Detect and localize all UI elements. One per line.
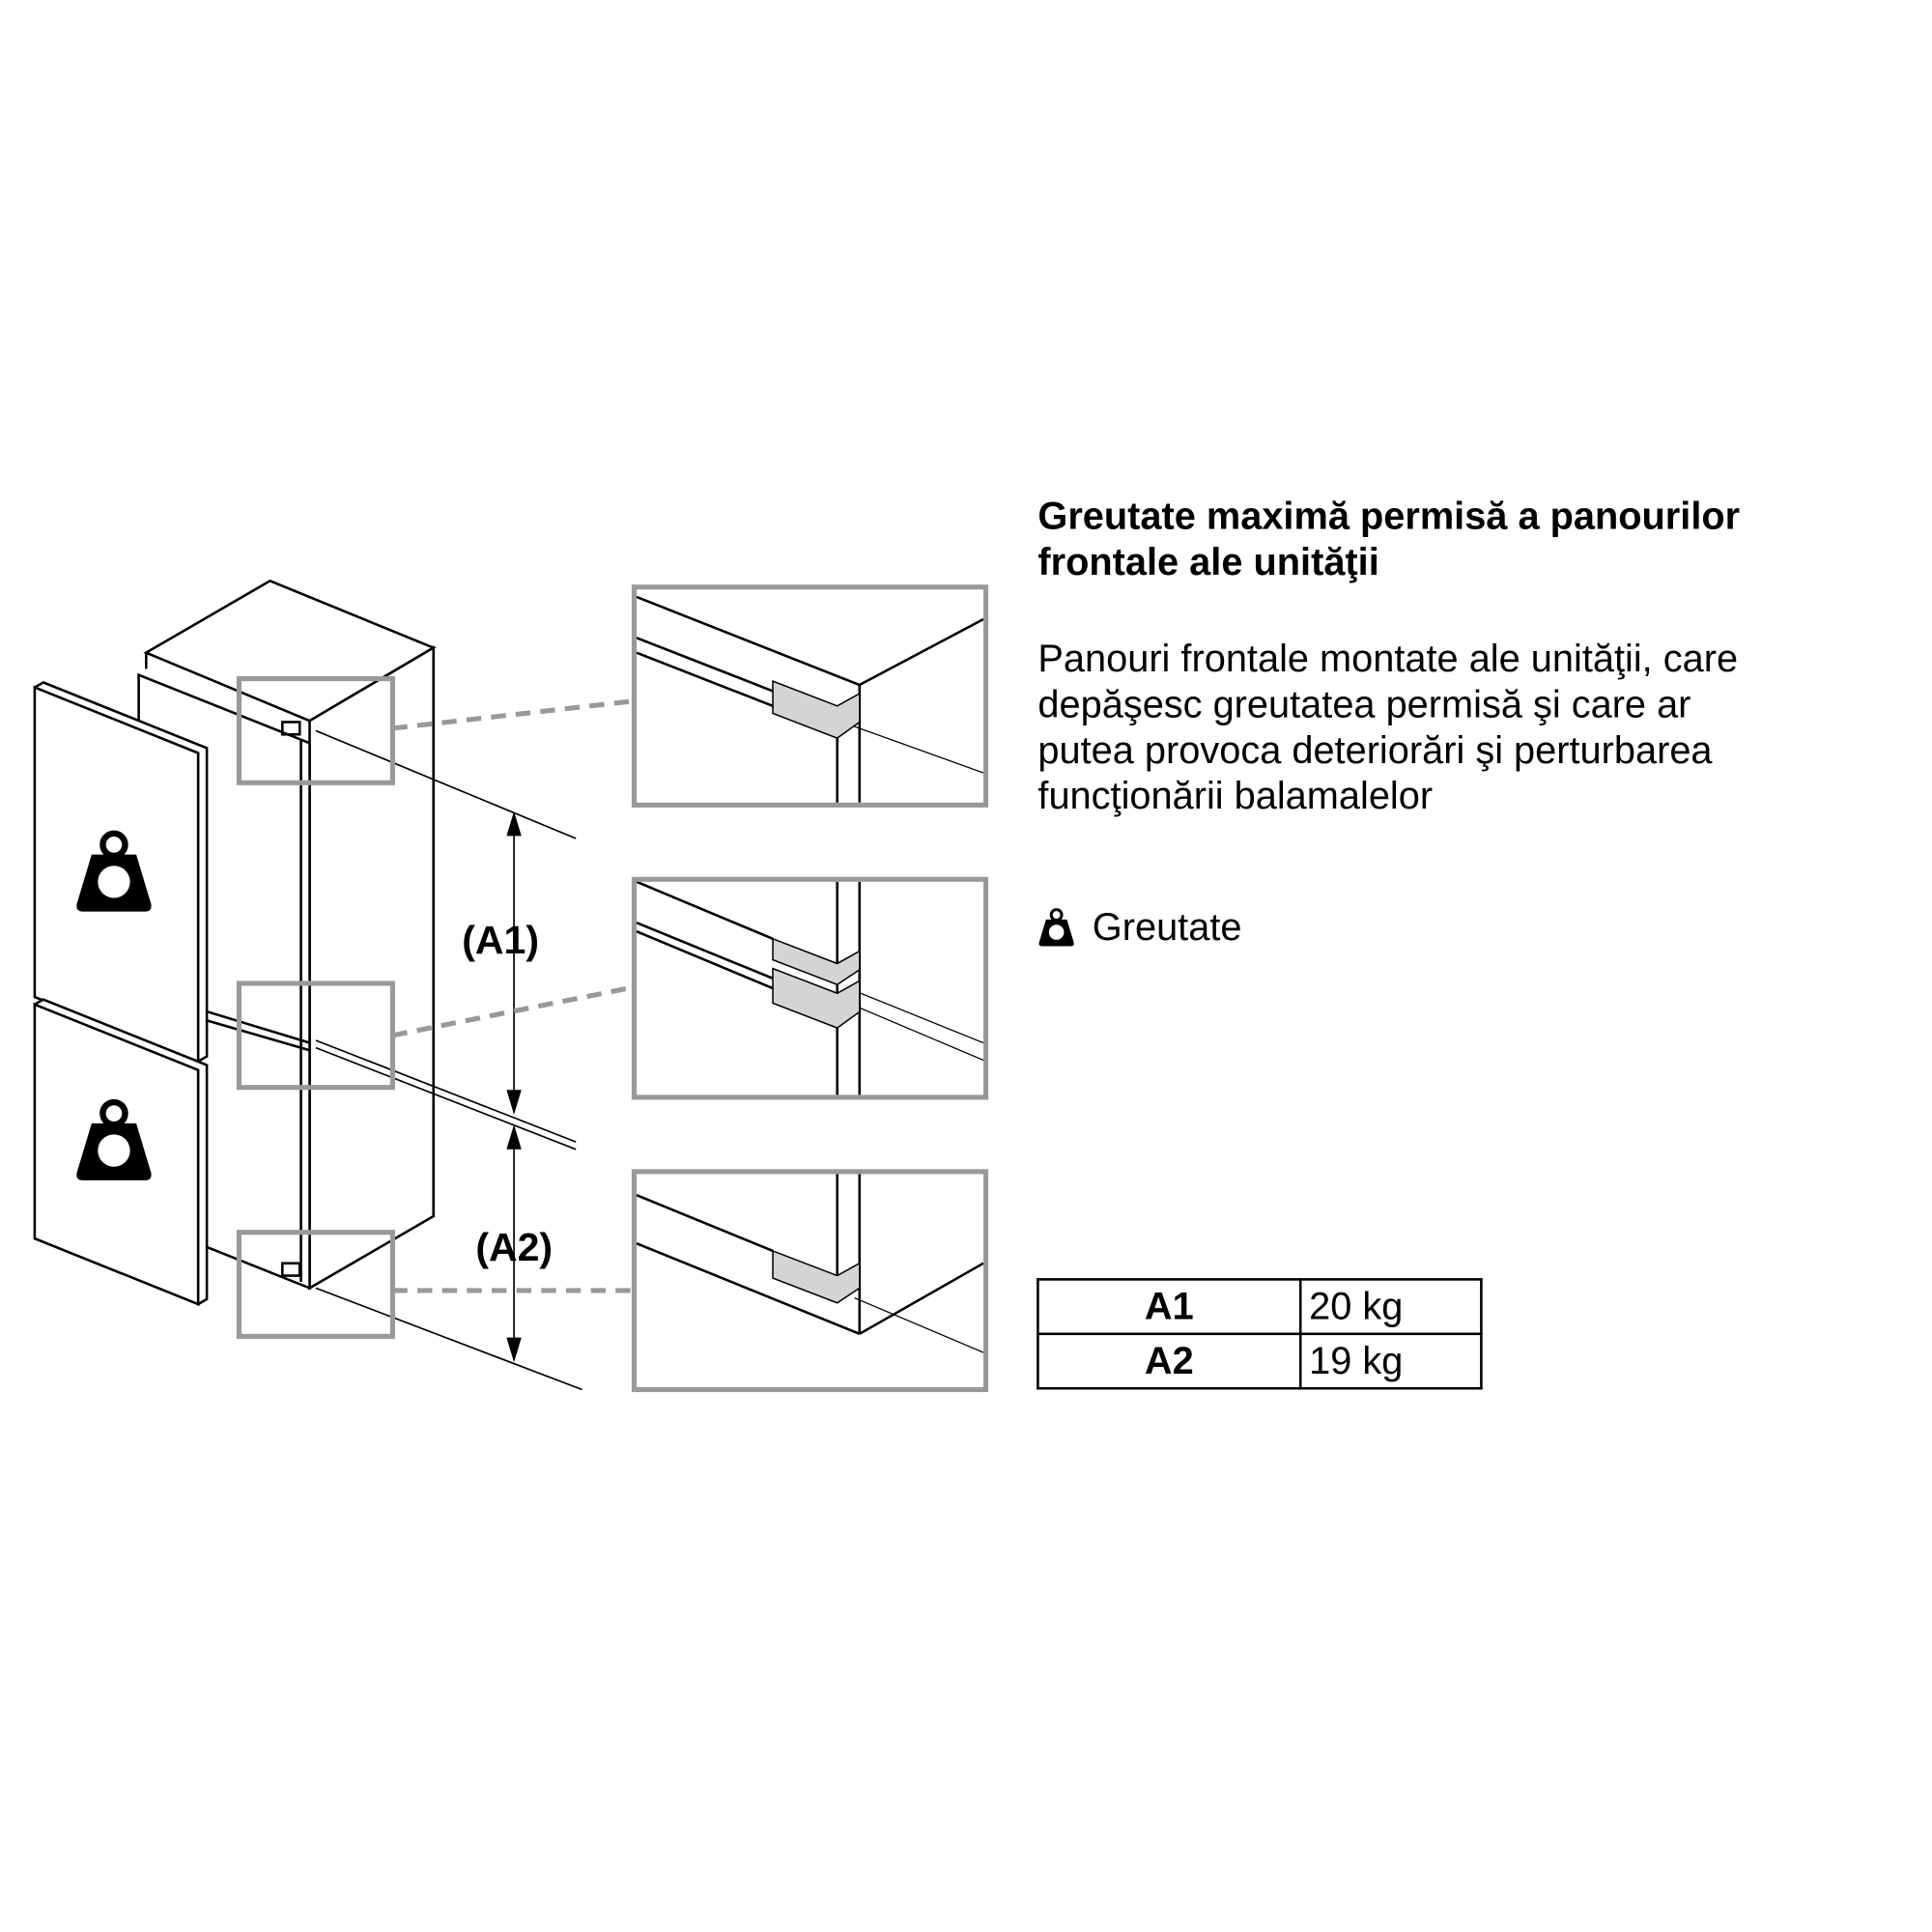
heading-line: Greutate maximă permisă a panourilor <box>1037 494 1741 538</box>
legend-label: Greutate <box>1092 905 1242 950</box>
extension-lines <box>315 729 582 1391</box>
heading-line: frontale ale unităţii <box>1037 539 1379 583</box>
detail-middle <box>631 876 989 1100</box>
description-line: Panouri frontale montate ale unităţii, c… <box>1037 636 1739 680</box>
doors <box>33 681 209 1306</box>
table-value: 20 kg <box>1298 1278 1483 1336</box>
description-line: putea provoca deteriorări şi perturbarea <box>1037 727 1713 772</box>
weight-table: A1 20 kg A2 19 kg <box>1037 1278 1483 1390</box>
table-key: A1 <box>1037 1278 1302 1336</box>
legend: Greutate <box>1037 905 1241 950</box>
callouts <box>236 676 635 1339</box>
detail-bottom <box>631 1169 989 1393</box>
table-row: A1 20 kg <box>1037 1278 1483 1336</box>
table-key: A2 <box>1037 1332 1302 1390</box>
description: Panouri frontale montate ale unităţii, c… <box>1037 636 1738 819</box>
weight-icon <box>1037 908 1075 949</box>
table-row: A2 19 kg <box>1037 1332 1483 1390</box>
detail-top <box>631 584 989 808</box>
dimension-label-a2: (A2) <box>475 1224 554 1270</box>
dimension-arrows <box>506 810 522 1363</box>
heading: Greutate maximă permisă a panourilor fro… <box>1037 493 1740 584</box>
description-line: funcţionării balamalelor <box>1037 774 1434 818</box>
table-value: 19 kg <box>1298 1332 1483 1390</box>
description-line: depăşesc greutatea permisă şi care ar <box>1037 682 1691 726</box>
dimension-label-a1: (A1) <box>462 918 539 963</box>
